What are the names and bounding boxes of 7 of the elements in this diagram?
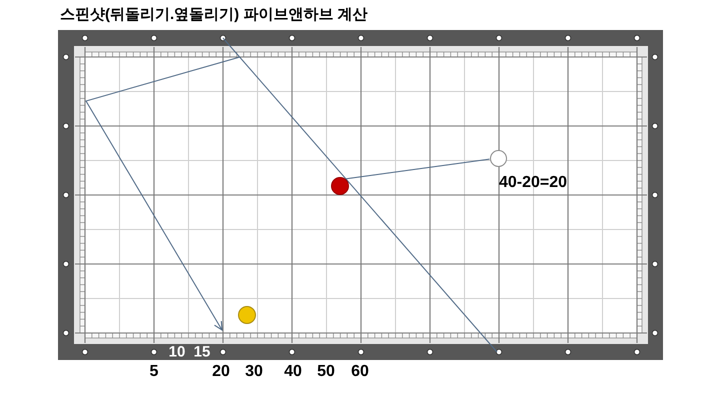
title: 스핀샷(뒤돌리기.옆돌리기) 파이브앤하브 계산 (60, 6, 368, 25)
diamond-number: 50 (317, 364, 335, 380)
diamond-number: 40 (284, 364, 302, 380)
diamond-number: 20 (212, 364, 230, 380)
diamond-number: 60 (351, 364, 369, 380)
diamond-number: 30 (245, 364, 263, 380)
diamond-number: 5 (150, 364, 158, 380)
